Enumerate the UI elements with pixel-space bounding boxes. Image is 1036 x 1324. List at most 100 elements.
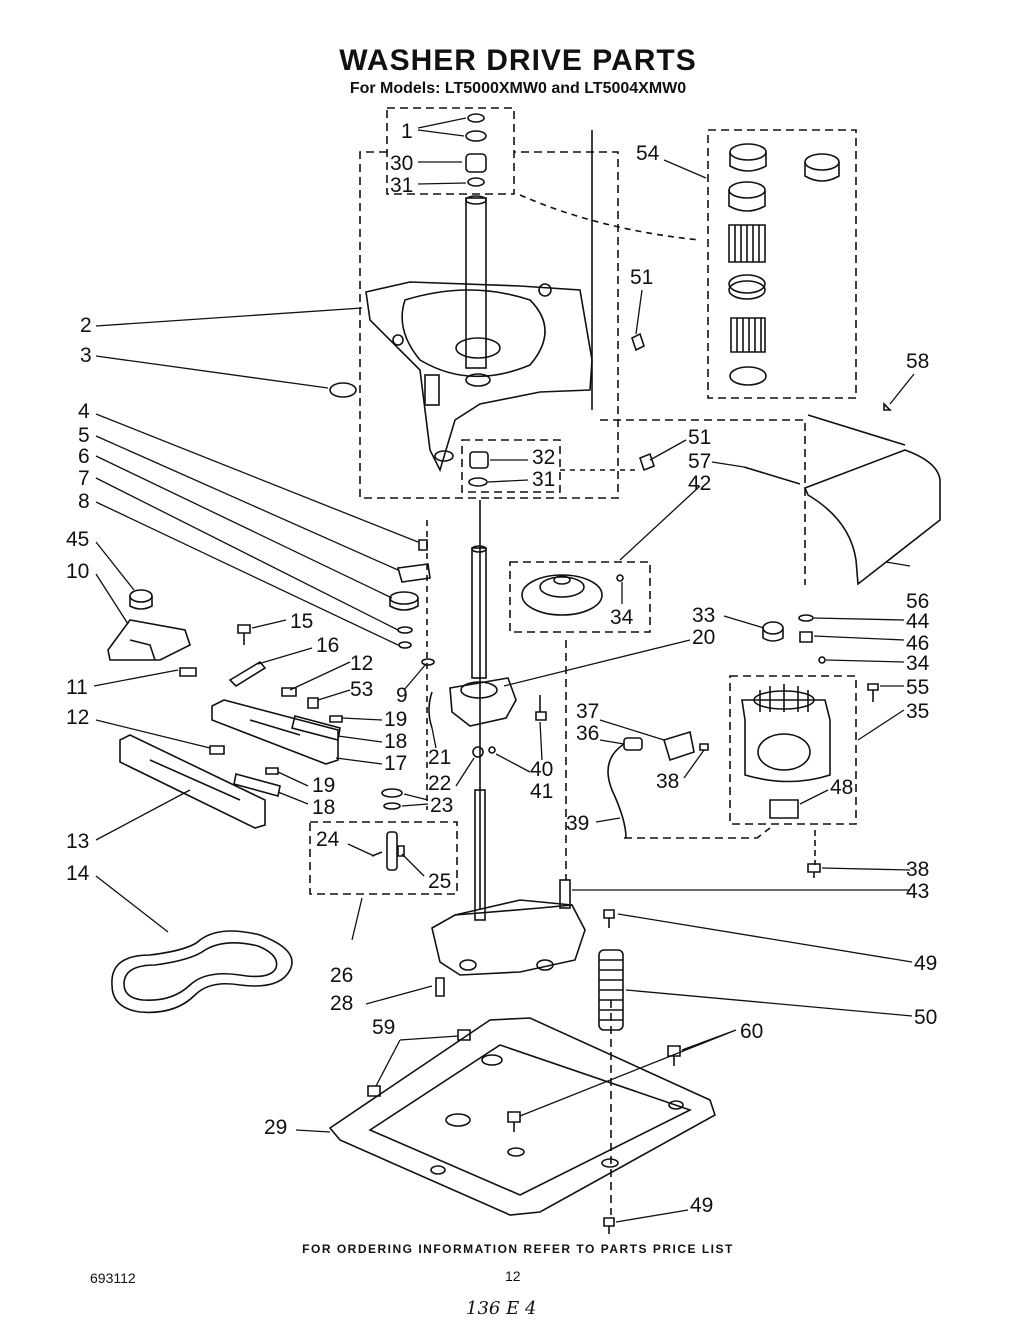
callout-3: 3 xyxy=(80,344,92,367)
screw-part-11 xyxy=(179,667,197,677)
clutch-hub xyxy=(460,681,498,699)
motor-part-35 xyxy=(741,699,831,783)
kit-32-31-box xyxy=(461,439,561,493)
ball-part-22 xyxy=(472,746,484,758)
callout-5: 5 xyxy=(78,424,90,447)
spline-ridges xyxy=(734,225,760,262)
leader-51a xyxy=(635,289,643,335)
callout-43: 43 xyxy=(906,880,929,903)
callout-19a: 19 xyxy=(384,708,407,731)
leader-50 xyxy=(625,989,913,1017)
gearcase-foot xyxy=(434,450,454,462)
lever-part-16 xyxy=(228,660,267,688)
callout-13: 13 xyxy=(66,830,89,853)
linkage-part-18b xyxy=(233,773,281,797)
leader-3 xyxy=(95,355,329,389)
leader-46 xyxy=(813,635,905,641)
link-line xyxy=(600,419,806,585)
leader-8 xyxy=(95,501,399,646)
seal-part-54 xyxy=(804,162,840,182)
leader-23 xyxy=(401,793,429,807)
motor-winding xyxy=(757,733,811,771)
agitator-shaft xyxy=(465,197,487,369)
pulley-hub xyxy=(553,575,571,585)
washer-part-7 xyxy=(397,626,413,634)
leader-26 xyxy=(351,897,363,941)
gearcase-lid xyxy=(454,899,573,916)
rail-part-13 xyxy=(119,734,266,829)
leader-54 xyxy=(663,159,707,179)
leader-44 xyxy=(813,617,905,621)
shift-fork-part-5 xyxy=(396,563,431,583)
leader-19b xyxy=(277,771,309,787)
callout-7: 7 xyxy=(78,467,90,490)
leader-58 xyxy=(889,373,915,405)
screw-part-55 xyxy=(867,683,879,702)
callout-22: 22 xyxy=(428,772,451,795)
washer-part-23b xyxy=(383,802,401,810)
cap-part-1 xyxy=(467,113,485,123)
leader-1 xyxy=(417,117,467,137)
screw-part-19b xyxy=(265,767,279,775)
spline-ridges xyxy=(736,318,762,352)
callout-12b: 12 xyxy=(350,652,373,675)
screw-part-38b xyxy=(699,743,709,751)
gearcase-leg xyxy=(424,374,440,406)
callout-34b: 34 xyxy=(906,652,930,675)
leader-12a xyxy=(95,719,211,749)
callout-25: 25 xyxy=(428,870,451,893)
callout-31b: 31 xyxy=(532,468,555,491)
leader-41 xyxy=(495,753,531,773)
callout-9: 9 xyxy=(396,684,408,707)
callout-51b: 51 xyxy=(688,426,711,449)
bolt-part-60b xyxy=(507,1111,521,1132)
callout-29: 29 xyxy=(264,1116,287,1139)
bearing-part-54 xyxy=(729,143,767,161)
leader-31 xyxy=(417,182,467,185)
coupling-part-33 xyxy=(762,621,784,635)
gearcase-hole xyxy=(538,283,552,297)
base-hole xyxy=(507,1147,525,1157)
leader-34b xyxy=(825,659,905,663)
callout-35: 35 xyxy=(906,700,929,723)
callout-30: 30 xyxy=(390,152,413,175)
leader-17 xyxy=(335,757,383,765)
leader-51b xyxy=(649,439,687,461)
leader-33 xyxy=(723,615,765,629)
clip-part-12b xyxy=(209,745,225,755)
bolt-part-60 xyxy=(667,1045,681,1066)
callout-16: 16 xyxy=(316,634,339,657)
motor-box xyxy=(729,675,857,825)
agitator-shaft-top xyxy=(465,195,487,205)
leader-38a xyxy=(683,749,705,779)
callout-58: 58 xyxy=(906,350,929,373)
callout-28: 28 xyxy=(330,992,353,1015)
screw-part-15 xyxy=(237,624,251,645)
bolt-part-28 xyxy=(435,977,445,997)
leader-45 xyxy=(95,541,135,591)
base-hole xyxy=(430,1165,446,1175)
callout-4: 4 xyxy=(78,400,90,423)
leader-9 xyxy=(403,663,427,691)
drive-shaft xyxy=(471,547,487,679)
leader-59 xyxy=(375,1035,459,1087)
clip-part-51 xyxy=(631,332,645,352)
leader-57 xyxy=(711,461,745,468)
leader-29 xyxy=(295,1129,331,1133)
leader-4 xyxy=(95,413,419,543)
bearing-part-54 xyxy=(728,190,766,212)
callout-51a: 51 xyxy=(630,266,653,289)
callout-14: 14 xyxy=(66,862,90,885)
gearcase-hub xyxy=(455,337,501,359)
base-hole xyxy=(481,1054,503,1066)
wire-part-39 xyxy=(607,743,627,839)
screw-part-58 xyxy=(883,402,892,411)
callout-10: 10 xyxy=(66,560,89,583)
leader-25 xyxy=(401,853,425,877)
leader-6 xyxy=(95,455,393,599)
leader-42 xyxy=(619,485,701,561)
callout-44: 44 xyxy=(906,610,930,633)
ring-part-54 xyxy=(729,366,767,386)
gearcase-cover-part-2 xyxy=(365,281,593,473)
